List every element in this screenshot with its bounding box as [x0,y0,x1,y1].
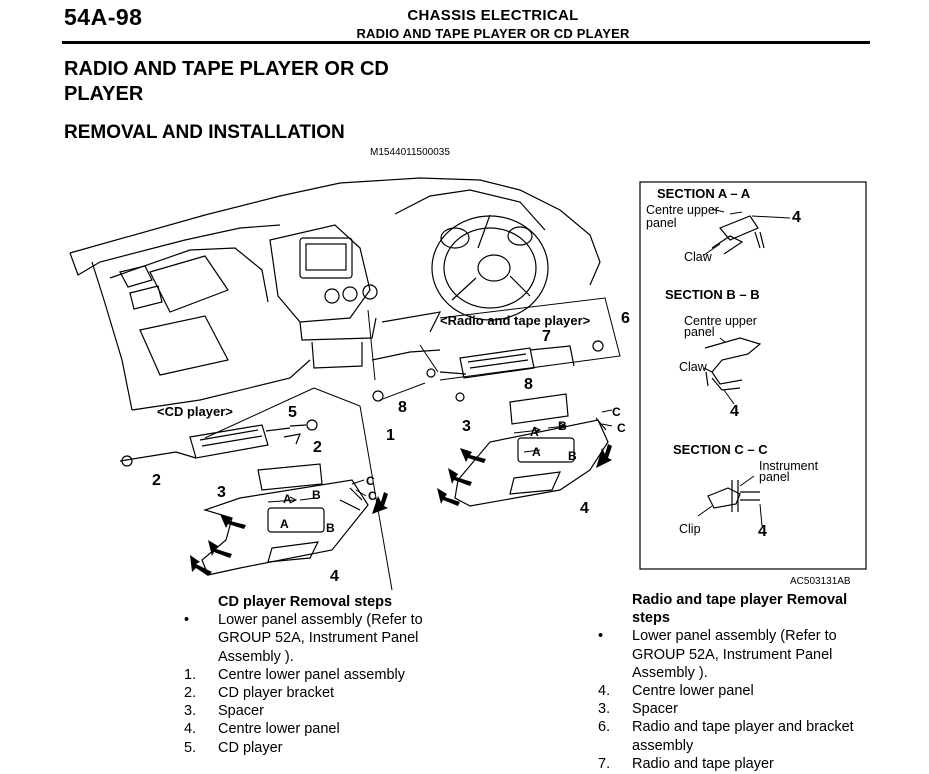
section-cc-part-line1: Instrument [759,459,819,473]
radio-tape-exploded [372,340,609,507]
marker-c1-cd: C [366,474,375,488]
callout-6: 6 [621,310,630,327]
step-text-line: GROUP 52A, Instrument Panel [218,630,419,647]
step-text-line: Assembly ). [218,648,294,665]
cd-steps-heading: CD player Removal steps [218,594,393,610]
list-item: 4. Centre lower panel [184,720,474,738]
header-rule [62,41,870,44]
callout-4-radio: 4 [580,500,589,517]
list-item: • Lower panel assembly (Refer to GROUP 5… [598,627,866,682]
step-text-line: assembly [632,737,694,754]
step-number: 1. [184,666,197,683]
label-radio-tape: <Radio and tape player> [440,313,591,328]
list-item: 3. Spacer [184,702,474,720]
section-cc-part-line2: panel [759,470,790,484]
exploded-view-illustration: <CD player> <Radio and tape player> 1 2 … [69,177,867,591]
step-text-line: Assembly ). [632,664,708,681]
step-text-line: Spacer [632,701,678,718]
page-number: 54A-98 [64,4,143,30]
step-number: 3. [598,701,611,718]
step-text-line: Lower panel assembly (Refer to [218,612,423,629]
list-item: 3. Spacer [598,700,866,718]
cd-player-exploded [119,419,369,576]
list-item: 6. Radio and tape player and bracket ass… [598,718,866,754]
section-aa-part-line2: panel [646,216,677,230]
callout-8-right: 8 [524,376,533,393]
callout-5: 5 [288,404,297,421]
callout-4-cd: 4 [330,568,339,585]
callout-2-right: 2 [313,439,322,456]
step-number: 3. [184,703,197,720]
page-subtitle: REMOVAL AND INSTALLATION [64,122,345,143]
section-title: CHASSIS ELECTRICAL [407,7,579,24]
bullet-marker: • [598,628,604,645]
step-text-line: Radio and tape player and bracket [632,719,854,736]
section-markers [267,409,613,504]
list-item: 7. Radio and tape player [598,755,866,773]
section-aa-callout-4: 4 [792,209,801,226]
section-aa-part-line1: Centre upper [646,203,719,217]
step-text-line: CD player bracket [218,685,335,702]
section-bb-callout-4: 4 [730,403,739,420]
section-detail-panel [639,181,867,570]
list-item: 4. Centre lower panel [598,682,866,700]
step-number: 4. [184,721,197,738]
callout-8-left: 8 [398,399,407,416]
step-text-line: Centre lower panel [218,721,340,738]
list-item: 5. CD player [184,739,474,757]
marker-a2-cd: A [280,517,289,531]
marker-c2-cd: C [368,489,377,503]
cd-player-removal-steps: CD player Removal steps • Lower panel as… [184,593,474,757]
marker-a2-radio: A [532,445,541,459]
callout-2-left: 2 [152,472,161,489]
step-number: 4. [598,683,611,700]
step-text-line: Centre lower panel [632,683,754,700]
section-bb-part-line1: Centre upper [684,314,757,328]
step-text-line: CD player [218,739,283,756]
insertion-arrows [190,444,612,576]
marker-a-radio: A [530,425,539,439]
section-aa-title: SECTION A – A [657,186,751,201]
list-item: 2. CD player bracket [184,684,474,702]
step-text-line: GROUP 52A, Instrument Panel [632,646,833,663]
callout-7: 7 [542,328,551,345]
section-bb-claw: Claw [679,360,708,374]
marker-b2-cd: B [326,521,335,535]
step-text-line: Centre lower panel assembly [218,666,405,683]
step-number: 6. [598,719,611,736]
section-cc-callout-4: 4 [758,523,767,540]
section-bb-part-line2: panel [684,325,715,339]
document-reference: M1544011500035 [370,147,450,158]
marker-b-cd: B [312,488,321,502]
step-text-line: Radio and tape player [632,755,774,772]
page-title: RADIO AND TAPE PLAYER OR CD PLAYER [64,58,389,105]
list-item: • Lower panel assembly (Refer to GROUP 5… [184,611,474,666]
section-bb-title: SECTION B – B [665,287,760,302]
callout-3-cd: 3 [217,484,226,501]
callout-3-radio: 3 [462,418,471,435]
radio-steps-heading-line: steps [632,610,670,627]
bullet-marker: • [184,612,190,629]
label-cd-player: <CD player> [157,404,233,419]
list-item: 1. Centre lower panel assembly [184,666,474,684]
step-number: 5. [184,739,197,756]
section-cc-title: SECTION C – C [673,442,768,457]
marker-a-cd: A [283,492,292,506]
callout-1: 1 [386,427,395,444]
marker-c2-radio: C [617,421,626,435]
step-number: 7. [598,755,611,772]
marker-b-radio: B [558,419,567,433]
step-text-line: Spacer [218,703,264,720]
step-number: 2. [184,685,197,702]
radio-tape-removal-steps: Radio and tape player Removal steps • Lo… [598,591,866,773]
marker-c1-radio: C [612,405,621,419]
marker-b2-radio: B [568,449,577,463]
step-text-line: Lower panel assembly (Refer to [632,628,837,645]
radio-steps-heading-line: Radio and tape player Removal [632,592,848,608]
subsection-title: RADIO AND TAPE PLAYER OR CD PLAYER [356,26,630,41]
figure-code: AC503131AB [790,576,851,587]
section-cc-clip: Clip [679,522,701,536]
dashboard-drawing [69,177,601,411]
